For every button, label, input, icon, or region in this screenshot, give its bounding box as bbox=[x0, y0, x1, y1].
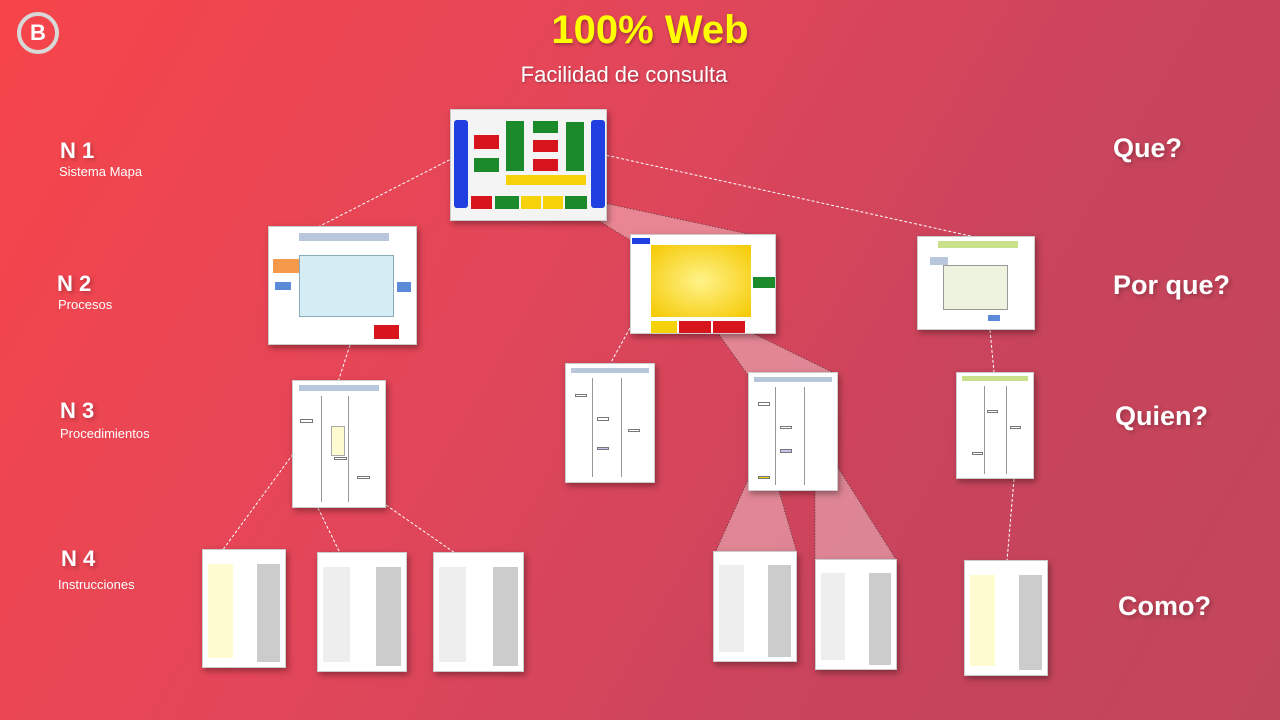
thumbnail-process-left[interactable] bbox=[268, 226, 417, 345]
level-1-code: N 1 bbox=[60, 138, 95, 163]
level-4-code: N 4 bbox=[61, 546, 96, 571]
link bbox=[989, 329, 995, 373]
level-2-name: Procesos bbox=[58, 297, 113, 312]
slide-title: 100% Web bbox=[551, 8, 749, 52]
brand-logo: B bbox=[17, 12, 59, 54]
thumbnail-system-map[interactable] bbox=[450, 109, 607, 221]
thumbnail-procedure-3[interactable] bbox=[748, 372, 838, 491]
level-3-code: N 3 bbox=[60, 398, 95, 423]
thumbnail-procedure-1[interactable] bbox=[292, 380, 386, 508]
question-como: Como? bbox=[1118, 591, 1211, 621]
link bbox=[317, 507, 341, 554]
link bbox=[337, 344, 351, 383]
slide-subtitle: Facilidad de consulta bbox=[520, 62, 728, 87]
zoom-cone-n2-n3 bbox=[709, 321, 839, 376]
link bbox=[1006, 478, 1015, 562]
level-4-name: Instrucciones bbox=[58, 577, 135, 592]
link bbox=[586, 150, 976, 238]
thumbnail-instruction-6[interactable] bbox=[964, 560, 1048, 676]
thumbnail-process-right[interactable] bbox=[917, 236, 1035, 330]
question-que: Que? bbox=[1113, 133, 1183, 163]
level-3-name: Procedimientos bbox=[60, 426, 150, 441]
thumbnail-instruction-5[interactable] bbox=[815, 559, 897, 670]
thumbnail-instruction-1[interactable] bbox=[202, 549, 286, 668]
link bbox=[385, 504, 456, 554]
thumbnail-procedure-2[interactable] bbox=[565, 363, 655, 483]
link bbox=[221, 449, 297, 552]
thumbnail-instruction-3[interactable] bbox=[433, 552, 524, 672]
thumbnail-process-center[interactable] bbox=[630, 234, 776, 334]
thumbnail-procedure-4[interactable] bbox=[956, 372, 1034, 479]
level-1-name: Sistema Mapa bbox=[59, 164, 143, 179]
logo-letter: B bbox=[30, 20, 46, 45]
zoom-cone-n1-n2 bbox=[563, 199, 777, 241]
question-por-que: Por que? bbox=[1113, 270, 1231, 300]
question-quien: Quien? bbox=[1115, 401, 1208, 431]
thumbnail-instruction-2[interactable] bbox=[317, 552, 407, 672]
link bbox=[317, 152, 464, 228]
link bbox=[609, 327, 631, 365]
level-2-code: N 2 bbox=[57, 271, 92, 296]
thumbnail-instruction-4[interactable] bbox=[713, 551, 797, 662]
